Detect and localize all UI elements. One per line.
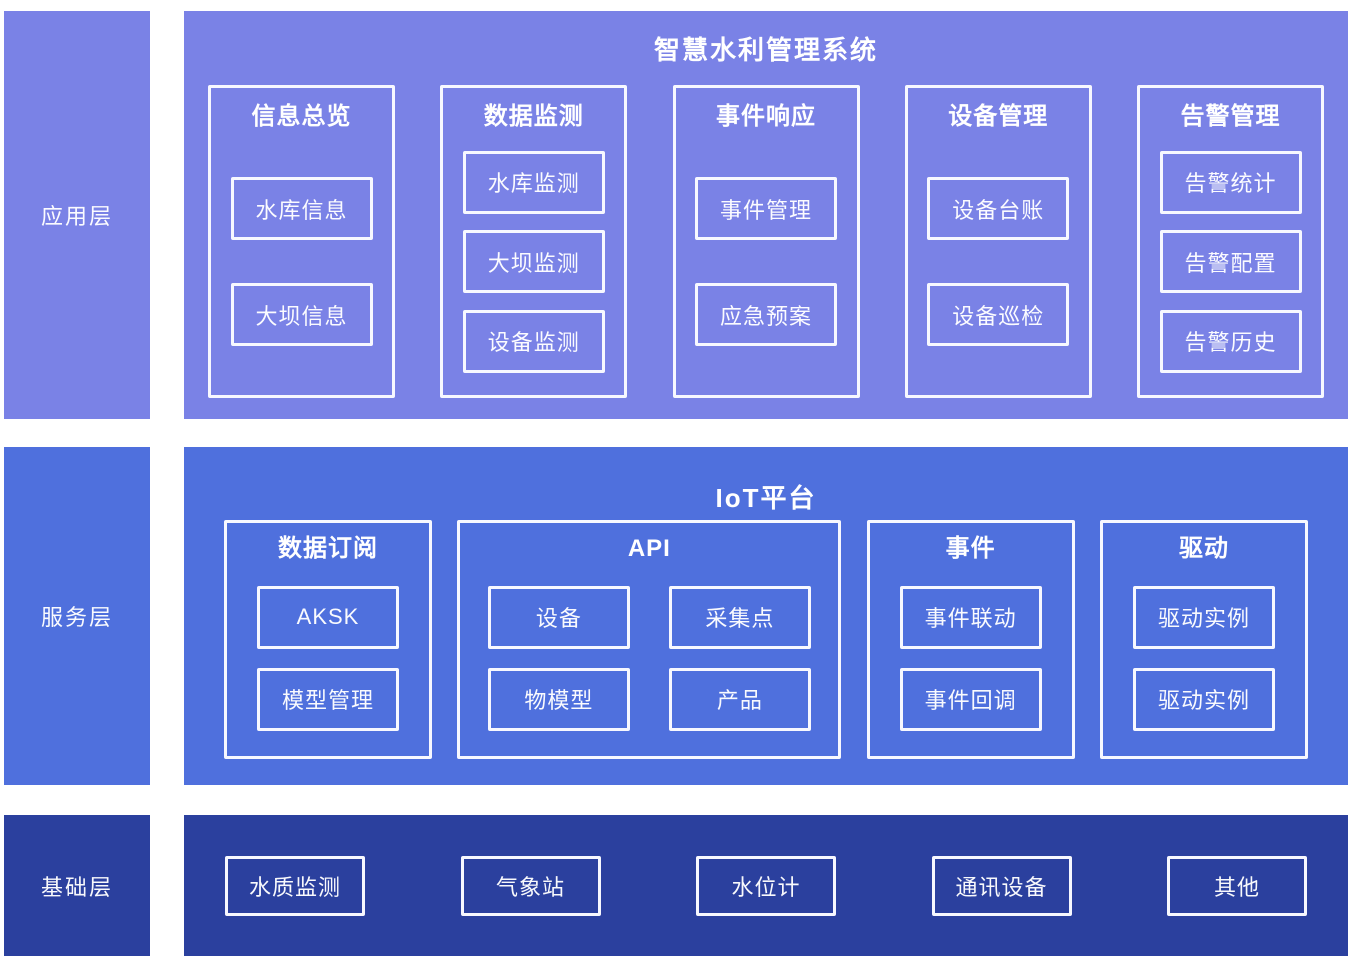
- item-box: 通讯设备: [931, 855, 1072, 916]
- layer-label-base: 基础层: [4, 815, 150, 956]
- item-label: 采集点: [705, 606, 775, 632]
- column-title: 数据监测: [483, 103, 584, 130]
- item-label: AKSK: [296, 604, 360, 630]
- column-items: 设备 采集点 物模型 产品: [460, 563, 838, 756]
- item-box: 告警历史: [1159, 309, 1302, 373]
- item-label: 水位计: [731, 874, 801, 900]
- column-items: 告警统计 告警配置 告警历史: [1140, 131, 1321, 395]
- item-box: 采集点: [668, 585, 811, 649]
- column-title: 事件: [945, 535, 996, 562]
- item-label: 水库信息: [255, 197, 348, 223]
- service-layer-columns: 数据订阅 AKSK 模型管理 API 设备 采集点 物模型 产品 事件 事件联动…: [184, 520, 1348, 759]
- service-layer-panel: IoT平台 数据订阅 AKSK 模型管理 API 设备 采集点 物模型 产品 事…: [184, 447, 1348, 785]
- item-label: 通讯设备: [955, 874, 1048, 900]
- item-label: 设备: [535, 606, 582, 632]
- service-layer-title: IoT平台: [715, 483, 817, 513]
- column-title: 信息总览: [251, 103, 352, 130]
- item-box: 告警配置: [1159, 230, 1302, 294]
- item-label: 设备监测: [487, 330, 580, 356]
- column-items: 设备台账 设备巡检: [908, 131, 1089, 395]
- item-label: 告警统计: [1184, 171, 1277, 197]
- column-items: 事件管理 应急预案: [676, 131, 857, 395]
- item-box: 水位计: [696, 855, 836, 916]
- item-box: 驱动实例: [1132, 585, 1275, 649]
- column-items: 事件联动 事件回调: [870, 563, 1072, 756]
- item-box: 大坝监测: [462, 230, 605, 294]
- item-box: 事件回调: [899, 667, 1042, 731]
- layer-column: 事件 事件联动 事件回调: [866, 520, 1075, 759]
- item-label: 产品: [716, 688, 763, 714]
- layer-label-service: 服务层: [4, 447, 150, 785]
- layer-label-text: 应用层: [40, 204, 113, 229]
- item-label: 水库监测: [487, 171, 580, 197]
- item-label: 事件回调: [924, 688, 1017, 714]
- item-label: 其他: [1213, 874, 1260, 900]
- item-box: 模型管理: [257, 667, 399, 731]
- item-label: 驱动实例: [1157, 688, 1250, 714]
- layer-column: 信息总览 水库信息 大坝信息: [208, 85, 395, 398]
- layer-column: 驱动 驱动实例 驱动实例: [1099, 520, 1308, 759]
- item-label: 大坝监测: [487, 250, 580, 276]
- item-label: 模型管理: [281, 688, 374, 714]
- column-title: 事件响应: [716, 103, 816, 130]
- item-box: 设备巡检: [927, 283, 1070, 347]
- layer-column: 数据监测 水库监测 大坝监测 设备监测: [440, 85, 628, 398]
- item-label: 大坝信息: [255, 303, 348, 329]
- item-label: 气象站: [495, 874, 565, 900]
- layer-label-application: 应用层: [4, 11, 150, 419]
- item-label: 设备巡检: [952, 303, 1045, 329]
- layer-column: API 设备 采集点 物模型 产品: [457, 520, 842, 759]
- application-layer-title: 智慧水利管理系统: [653, 35, 878, 65]
- item-label: 事件联动: [924, 606, 1017, 632]
- application-layer-columns: 信息总览 水库信息 大坝信息 数据监测 水库监测 大坝监测 设备监测 事件响应 …: [184, 85, 1348, 398]
- item-box: AKSK: [257, 585, 399, 649]
- column-title: 告警管理: [1180, 103, 1281, 130]
- layer-column: 数据订阅 AKSK 模型管理: [224, 520, 432, 759]
- column-title: 驱动: [1178, 535, 1229, 562]
- column-title: 数据订阅: [278, 535, 378, 562]
- item-box: 水质监测: [225, 855, 365, 916]
- item-box: 设备: [487, 585, 630, 649]
- item-box: 设备监测: [462, 309, 605, 373]
- item-box: 产品: [668, 667, 811, 731]
- layer-column: 事件响应 事件管理 应急预案: [672, 85, 860, 398]
- item-box: 驱动实例: [1132, 667, 1275, 731]
- item-box: 水库信息: [230, 177, 373, 241]
- item-box: 其他: [1167, 855, 1307, 916]
- item-label: 应急预案: [719, 303, 812, 329]
- application-layer-panel: 智慧水利管理系统 信息总览 水库信息 大坝信息 数据监测 水库监测 大坝监测 设…: [184, 11, 1348, 419]
- item-box: 物模型: [487, 667, 630, 731]
- item-label: 事件管理: [719, 197, 812, 223]
- column-items: AKSK 模型管理: [227, 563, 429, 756]
- layer-column: 告警管理 告警统计 告警配置 告警历史: [1137, 85, 1324, 398]
- item-box: 大坝信息: [230, 283, 373, 347]
- item-box: 水库监测: [462, 150, 605, 214]
- item-box: 告警统计: [1159, 150, 1302, 214]
- item-box: 事件联动: [899, 585, 1042, 649]
- layer-label-text: 服务层: [40, 605, 113, 630]
- item-label: 物模型: [524, 688, 594, 714]
- item-box: 事件管理: [695, 177, 837, 241]
- column-items: 水库信息 大坝信息: [211, 131, 392, 395]
- item-label: 驱动实例: [1157, 606, 1250, 632]
- item-box: 应急预案: [695, 283, 837, 347]
- item-label: 告警配置: [1184, 250, 1277, 276]
- column-title: API: [627, 535, 671, 562]
- item-box: 气象站: [460, 855, 601, 916]
- column-items: 驱动实例 驱动实例: [1103, 563, 1305, 756]
- column-items: 水库监测 大坝监测 设备监测: [443, 131, 624, 395]
- base-layer-panel: 水质监测 气象站 水位计 通讯设备 其他: [184, 815, 1348, 956]
- layer-column: 设备管理 设备台账 设备巡检: [904, 85, 1092, 398]
- column-title: 设备管理: [948, 103, 1049, 130]
- layer-label-text: 基础层: [40, 874, 113, 900]
- item-label: 设备台账: [952, 197, 1045, 223]
- item-box: 设备台账: [927, 177, 1070, 241]
- item-label: 水质监测: [248, 874, 341, 900]
- item-label: 告警历史: [1184, 330, 1277, 356]
